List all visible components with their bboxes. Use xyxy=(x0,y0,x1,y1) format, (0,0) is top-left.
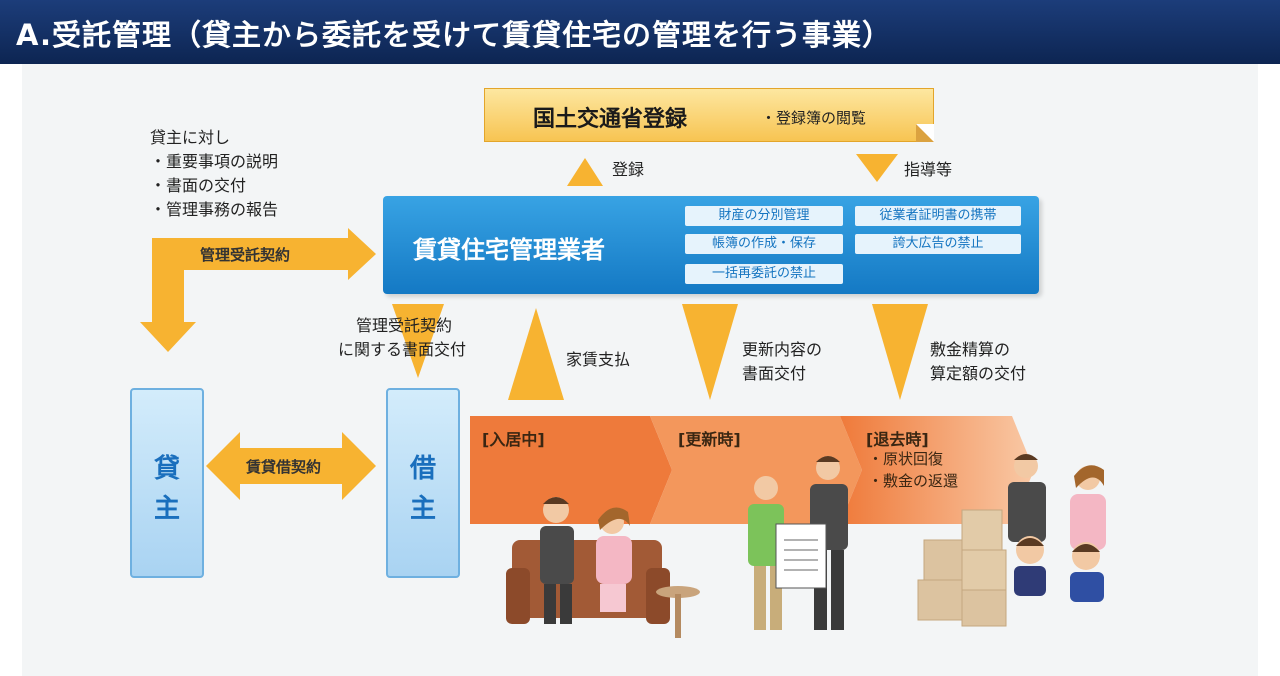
management-contract-arrow xyxy=(140,228,376,352)
renewal-document-arrow xyxy=(682,304,738,400)
management-company-title: 賃貸住宅管理業者 xyxy=(413,236,605,264)
renewal-label-2: 書面交付 xyxy=(742,364,807,383)
landlord-duty: ・重要事項の説明 xyxy=(150,152,279,171)
moveout-family-illustration xyxy=(917,454,1106,627)
landlord-duty: ・書面の交付 xyxy=(150,176,247,195)
register-label: 登録 xyxy=(612,160,645,179)
timeline-stage-1 xyxy=(470,416,672,524)
tenant-char-1: 借 xyxy=(409,454,436,484)
mlit-note: ・登録簿の閲覧 xyxy=(761,109,867,127)
document-delivery-arrow xyxy=(392,304,444,378)
timeline-stage-3 xyxy=(840,416,1034,524)
guidance-label: 指導等 xyxy=(904,160,953,179)
landlord-box: 貸 主 xyxy=(130,388,204,578)
duty-item: 誇大広告の禁止 xyxy=(855,234,1021,254)
renewal-label: 更新内容の xyxy=(742,340,823,359)
stage-in-residence: [入居中] xyxy=(482,430,545,449)
page-title: A.受託管理（貸主から委託を受けて賃貸住宅の管理を行う事業） xyxy=(16,18,892,52)
deposit-label: 敷金精算の xyxy=(930,340,1011,359)
document-delivery-label-2: に関する書面交付 xyxy=(338,340,467,359)
moveout-item: ・原状回復 xyxy=(868,450,944,468)
lease-contract-arrow xyxy=(206,432,376,500)
management-contract-label: 管理受託契約 xyxy=(200,246,291,264)
landlord-duties-heading: 貸主に対し xyxy=(150,128,231,147)
tenant-couple-illustration xyxy=(506,497,700,638)
renewal-people-illustration xyxy=(748,456,848,630)
timeline-stage-2 xyxy=(650,416,862,524)
guidance-arrow xyxy=(856,154,898,182)
stage-moveout: [退去時] xyxy=(866,430,929,449)
folded-corner xyxy=(916,124,934,142)
duty-item: 帳簿の作成・保存 xyxy=(685,234,843,254)
duty-item: 財産の分別管理 xyxy=(685,206,843,226)
stage-renewal: [更新時] xyxy=(678,430,741,449)
mlit-title: 国土交通省登録 xyxy=(533,107,688,132)
management-company-box: 賃貸住宅管理業者 財産の分別管理 従業者証明書の携帯 帳簿の作成・保存 誇大広告… xyxy=(383,196,1039,294)
header-bar: A.受託管理（貸主から委託を受けて賃貸住宅の管理を行う事業） xyxy=(0,0,1280,64)
deposit-label-2: 算定額の交付 xyxy=(930,364,1027,383)
tenant-char-2: 主 xyxy=(409,494,436,524)
lease-contract-label: 賃貸借契約 xyxy=(246,458,322,476)
rent-payment-arrow xyxy=(508,308,564,400)
document-delivery-label: 管理受託契約 xyxy=(356,316,453,335)
landlord-char-2: 主 xyxy=(153,494,180,524)
duty-item: 一括再委託の禁止 xyxy=(685,264,843,284)
mlit-registration-box: 国土交通省登録 ・登録簿の閲覧 xyxy=(484,88,934,142)
register-arrow xyxy=(567,158,603,186)
landlord-char-1: 貸 xyxy=(153,454,180,484)
rent-payment-label: 家賃支払 xyxy=(566,350,631,369)
moveout-item: ・敷金の返還 xyxy=(868,472,959,490)
landlord-duty: ・管理事務の報告 xyxy=(150,200,279,219)
duty-item: 従業者証明書の携帯 xyxy=(855,206,1021,226)
tenant-box: 借 主 xyxy=(386,388,460,578)
deposit-arrow xyxy=(872,304,928,400)
